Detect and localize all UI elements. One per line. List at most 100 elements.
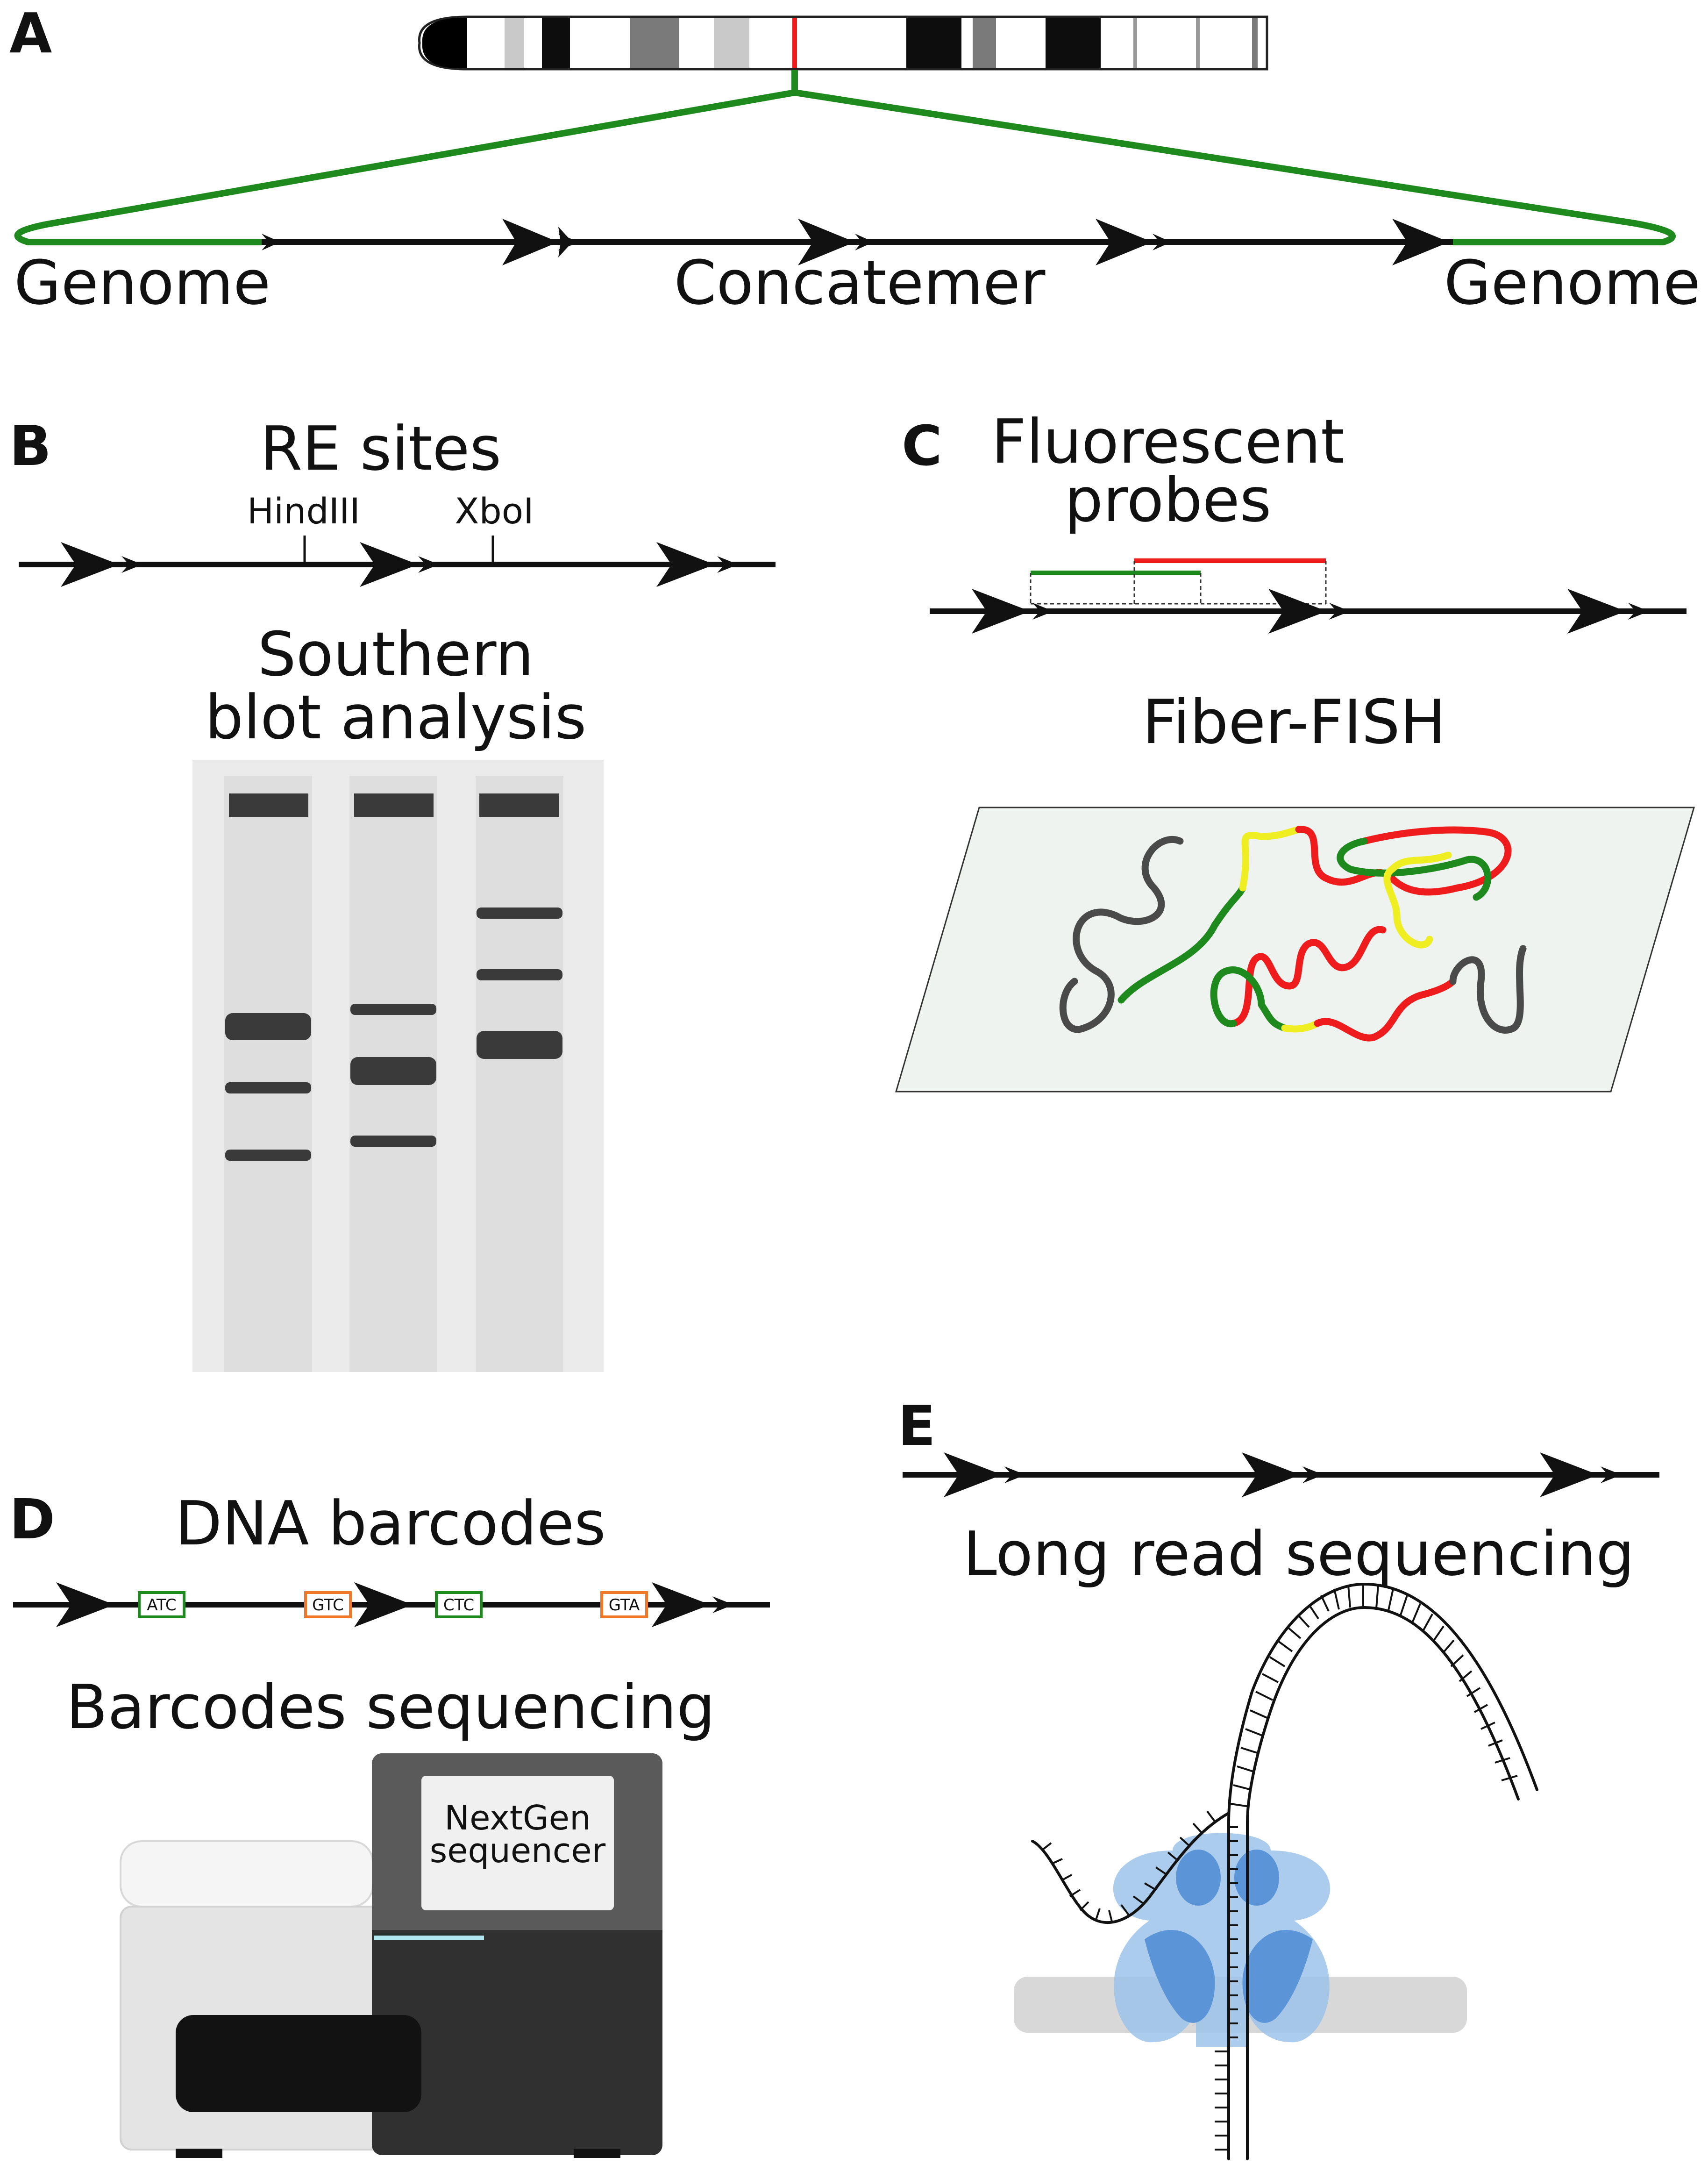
- chromosome-band: [714, 18, 749, 68]
- panel-c-title-1: Fluorescent: [991, 406, 1345, 477]
- fiber-gray: [1449, 945, 1527, 1034]
- arrowhead: [1540, 1452, 1598, 1497]
- gel-band: [477, 969, 562, 980]
- fiber-red: [1295, 826, 1461, 896]
- panel-b: B RE sites HindIII XboI Southern blot an…: [9, 413, 776, 1372]
- svg-text:GTC: GTC: [312, 1596, 344, 1615]
- fiber-yellow: [1383, 851, 1452, 949]
- dna-ticks: [1042, 1584, 1518, 2151]
- arrowhead: [262, 234, 280, 250]
- panel-c-letter: C: [902, 414, 942, 478]
- gel-band: [477, 907, 562, 919]
- arrowhead: [717, 556, 738, 573]
- arrowhead: [652, 1582, 710, 1627]
- sequencer-drawer: [176, 2015, 421, 2112]
- sequencer-foot: [574, 2149, 620, 2158]
- arrowhead: [656, 542, 715, 587]
- arrowhead: [558, 234, 579, 250]
- arrowhead: [418, 556, 439, 573]
- panel-b-subtitle-1: Southern: [257, 619, 534, 690]
- fiber-green: [1337, 837, 1492, 901]
- arrowhead: [972, 589, 1030, 634]
- sequencer-foot: [176, 2149, 222, 2158]
- panel-c: C Fluorescent probes Fiber-FISH: [895, 406, 1695, 1093]
- re-site-label-2: XboI: [455, 490, 534, 532]
- gel-well: [229, 793, 308, 817]
- gel-well: [479, 793, 559, 817]
- probe-construct: [930, 558, 1687, 634]
- arrowhead: [944, 1452, 1002, 1497]
- chromosome-band-highlight: [792, 18, 797, 68]
- chromosome-band: [542, 18, 570, 68]
- re-site-construct: [19, 536, 776, 587]
- panel-d-subtitle: Barcodes sequencing: [66, 1672, 715, 1743]
- panel-d: D DNA barcodes ATC GTC CTC GTA: [9, 1487, 770, 2158]
- fiber-green: [1210, 966, 1288, 1032]
- gel-band: [225, 1150, 311, 1161]
- arrowhead: [1601, 1466, 1622, 1483]
- panel-a: A: [9, 1, 1701, 318]
- fiber-yellow: [1239, 826, 1302, 892]
- arrowhead: [1302, 1466, 1324, 1483]
- arrowhead: [1628, 603, 1649, 620]
- dna-strand: [1031, 1582, 1538, 2160]
- nanopore-protein: [1113, 1833, 1331, 2047]
- arrowhead: [121, 556, 142, 573]
- barcode-ctc: CTC: [435, 1591, 483, 1618]
- panel-d-letter: D: [9, 1487, 55, 1551]
- panel-b-title: RE sites: [260, 413, 501, 484]
- arrowhead: [1242, 1452, 1300, 1497]
- barcode-gta: GTA: [600, 1591, 648, 1618]
- arrowhead: [56, 1582, 114, 1627]
- gel-band: [225, 1082, 311, 1093]
- chromosome-band: [1133, 18, 1137, 68]
- panel-e: E Long read sequencing: [898, 1393, 1659, 2160]
- svg-text:GTA: GTA: [609, 1596, 640, 1615]
- panel-e-letter: E: [898, 1393, 936, 1458]
- chromosome-band: [505, 18, 524, 68]
- chromosome-band: [1196, 18, 1200, 68]
- fiber-red: [1230, 926, 1387, 1027]
- re-site-label-1: HindIII: [247, 490, 360, 532]
- arrowhead: [798, 219, 855, 265]
- arrowhead: [712, 1596, 733, 1613]
- arrowhead: [1392, 219, 1449, 265]
- panel-b-subtitle-2: blot analysis: [205, 682, 587, 753]
- chromosome-ideogram: [418, 15, 1268, 71]
- fiber-fish-slide: [895, 807, 1695, 1093]
- barcode-construct: ATC GTC CTC GTA: [13, 1582, 770, 1627]
- arrowhead: [855, 234, 874, 250]
- arrowhead: [1268, 589, 1327, 634]
- arrowhead: [1096, 219, 1153, 265]
- sequencer-label-2: sequencer: [430, 1831, 606, 1870]
- label-concatemer: Concatemer: [674, 247, 1046, 318]
- gel-lane: [224, 776, 312, 1372]
- label-genome-right: Genome: [1444, 247, 1701, 318]
- gel-band: [477, 1031, 562, 1059]
- panel-e-title: Long read sequencing: [963, 1518, 1635, 1589]
- chromosome-band: [630, 18, 679, 68]
- panel-b-letter: B: [9, 414, 51, 478]
- sequencer-machine: NextGen sequencer: [120, 1753, 662, 2158]
- gel-band: [350, 1136, 436, 1147]
- arrowhead: [1329, 603, 1350, 620]
- panel-a-letter: A: [9, 1, 52, 65]
- panel-d-title: DNA barcodes: [175, 1488, 606, 1559]
- chromosome-band: [1046, 18, 1101, 68]
- gel-band: [225, 1013, 311, 1040]
- fiber-gray: [1059, 836, 1184, 1033]
- sequencer-screen: [421, 1776, 614, 1910]
- zoom-expansion: [14, 70, 1676, 245]
- gel-well: [354, 793, 434, 817]
- gel-band: [350, 1004, 436, 1015]
- arrowhead: [1153, 234, 1171, 250]
- fiber-red: [1314, 978, 1457, 1042]
- chromosome-band: [906, 18, 961, 68]
- panel-c-subtitle: Fiber-FISH: [1142, 686, 1445, 757]
- gel-lane: [476, 776, 563, 1372]
- arrowhead: [1032, 603, 1053, 620]
- read-construct: [903, 1452, 1659, 1497]
- chromosome-band: [1252, 18, 1258, 68]
- sequencer-label-1: NextGen: [444, 1798, 591, 1837]
